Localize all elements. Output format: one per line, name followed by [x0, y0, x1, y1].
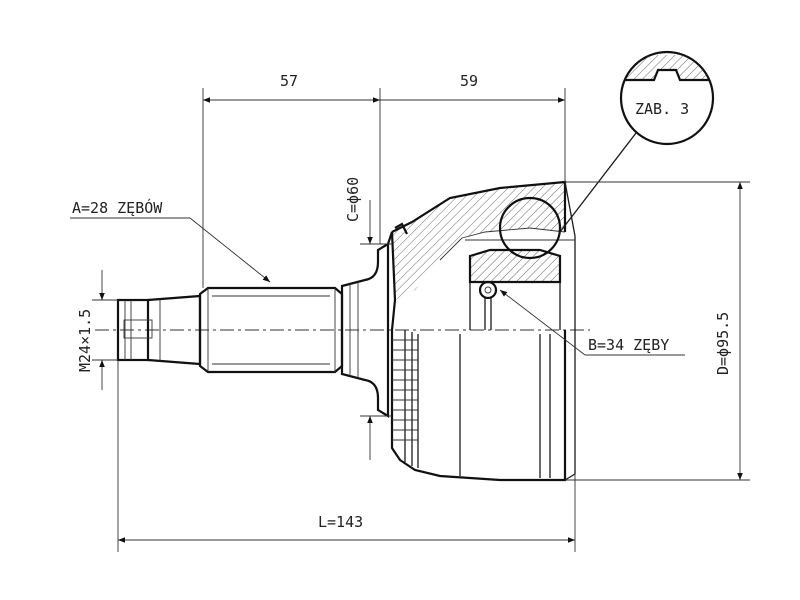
dim-59-label: 59: [460, 72, 478, 90]
spline-a-label: A=28 ZĘBÓW: [72, 198, 163, 217]
dimension-c: C=ϕ60: [344, 177, 392, 460]
spline-b-label: B=34 ZĘBY: [588, 336, 669, 354]
dimension-57: 57: [202, 72, 381, 288]
detail-label: ZAB. 3: [635, 100, 689, 118]
thread-label: M24×1.5: [76, 309, 94, 372]
dimension-59: 59: [380, 72, 566, 182]
dimension-thread: M24×1.5: [76, 270, 118, 390]
bell-housing: [386, 180, 576, 482]
inner-race: [465, 196, 575, 330]
leader-spline-b: B=34 ZĘBY: [499, 289, 685, 356]
d-diameter-label: D=ϕ95.5: [714, 312, 732, 375]
dimension-length: L=143: [117, 360, 576, 552]
detail-bubble: ZAB. 3: [559, 50, 715, 233]
dim-57-label: 57: [280, 72, 298, 90]
leader-spline-a: A=28 ZĘBÓW: [70, 198, 271, 283]
dimension-d: D=ϕ95.5: [565, 181, 750, 481]
length-label: L=143: [318, 513, 363, 531]
c-diameter-label: C=ϕ60: [344, 177, 362, 222]
